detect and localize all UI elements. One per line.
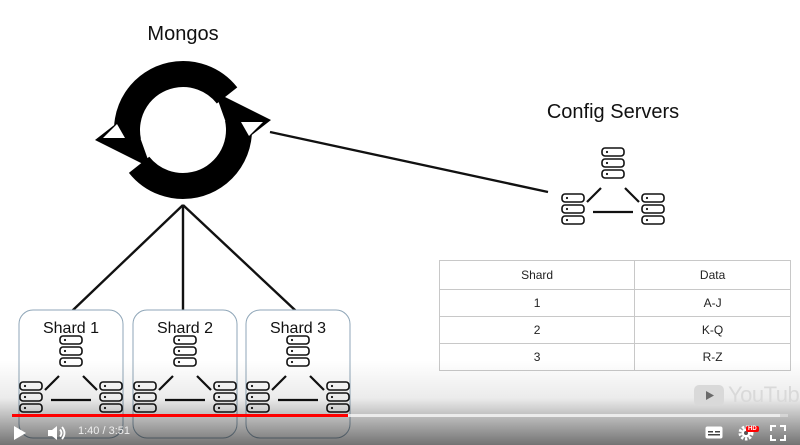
shard-1-box: Shard 1 — [18, 309, 124, 439]
youtube-play-logo-icon — [694, 384, 724, 406]
table-cell-data: A-J — [634, 289, 791, 317]
progress-bar[interactable] — [12, 414, 788, 417]
mongos-label: Mongos — [147, 23, 218, 45]
shard-1-label: Shard 1 — [43, 320, 99, 337]
play-button[interactable] — [8, 420, 32, 445]
mongos-cycle-icon — [95, 61, 271, 199]
column-header-data: Data — [634, 260, 791, 290]
table-header-row: Shard Data — [438, 260, 791, 290]
volume-icon — [48, 425, 66, 440]
progress-buffered — [12, 414, 781, 417]
shard-2-label: Shard 2 — [157, 320, 213, 337]
time-display: 1:40 / 3:51 — [78, 425, 130, 437]
youtube-wordmark: YouTube — [728, 382, 800, 407]
table-cell-data: K-Q — [634, 316, 791, 344]
config-servers-cluster-icon — [562, 148, 664, 224]
shard-3-label: Shard 3 — [270, 320, 326, 337]
settings-button[interactable] — [734, 420, 758, 445]
subtitles-icon — [705, 426, 723, 439]
table-cell-shard: 2 — [438, 316, 636, 344]
fullscreen-icon — [770, 424, 786, 441]
table-row: 2 K-Q — [438, 316, 791, 344]
shard-3-box: Shard 3 — [245, 309, 351, 439]
subtitles-button[interactable] — [702, 420, 726, 445]
play-icon — [14, 425, 26, 440]
table-cell-shard: 3 — [438, 343, 636, 371]
shard-2-box: Shard 2 — [132, 309, 238, 439]
table-row: 1 A-J — [438, 289, 791, 317]
connection-lines — [71, 130, 549, 312]
table-cell-shard: 1 — [438, 289, 636, 317]
mute-button[interactable] — [44, 420, 70, 445]
shard-range-table: Shard Data 1 A-J 2 K-Q 3 R-Z — [438, 260, 791, 371]
youtube-logo[interactable]: YouTube — [694, 382, 800, 408]
config-servers-label: Config Servers — [547, 101, 679, 123]
table-row: 3 R-Z — [438, 343, 791, 371]
hd-badge: HD — [746, 426, 759, 432]
column-header-shard: Shard — [438, 260, 636, 290]
progress-played — [12, 414, 348, 417]
table-cell-data: R-Z — [634, 343, 791, 371]
fullscreen-button[interactable] — [766, 420, 790, 445]
